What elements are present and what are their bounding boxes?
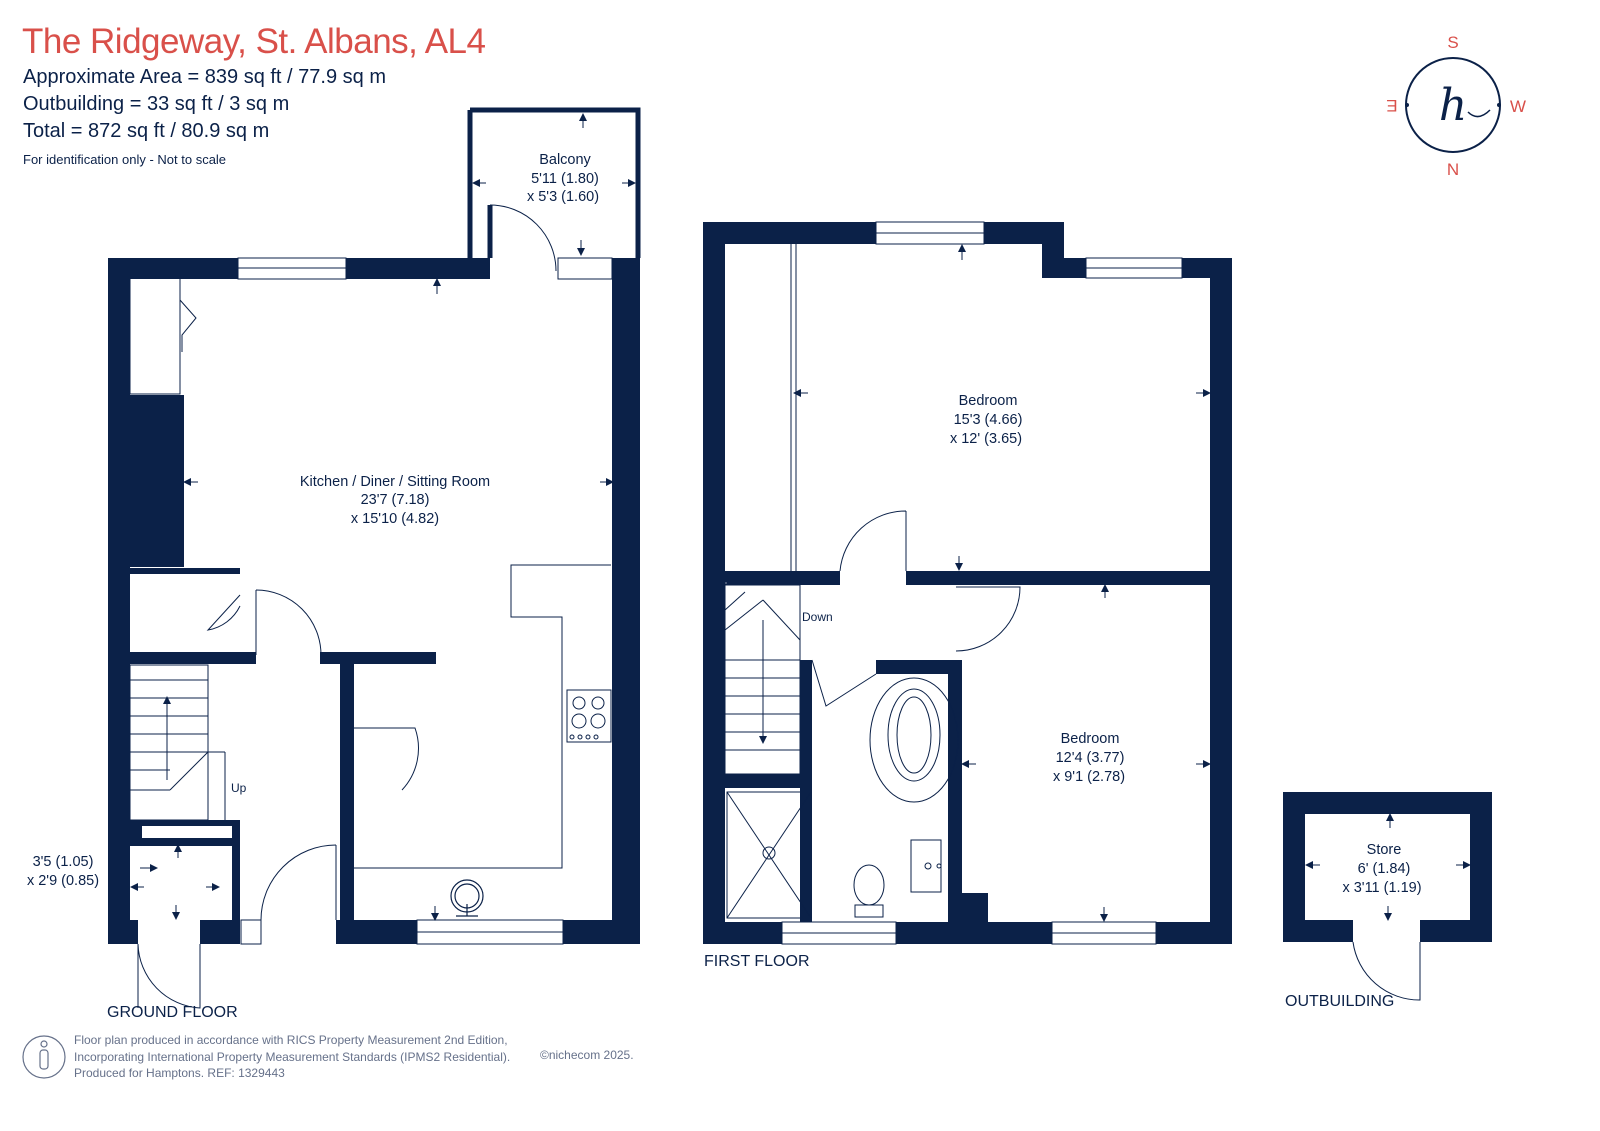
first-floor-stairs [724, 584, 801, 775]
balcony-dim-1: 5'11 (1.80) [531, 171, 599, 187]
compass-south-label: S [1447, 33, 1458, 52]
toilet-icon [853, 864, 885, 918]
compass: S N E W h [1386, 33, 1526, 179]
bedroom-1-name: Bedroom [959, 393, 1018, 409]
store-dim-2: x 3'11 (1.19) [1342, 880, 1421, 896]
bedroom-2-dim-1: 12'4 (3.77) [1056, 750, 1125, 766]
store-label: Store 6' (1.84) x 3'11 (1.19) [1342, 842, 1421, 896]
bedroom-1-dim-1: 15'3 (4.66) [954, 412, 1023, 428]
bedroom-2-label: Bedroom 12'4 (3.77) x 9'1 (2.78) [1053, 731, 1125, 785]
cupboard-dim-2: x 2'9 (0.85) [27, 873, 99, 889]
kitchen-label: Kitchen / Diner / Sitting Room 23'7 (7.1… [300, 474, 490, 527]
stairs-down-label: Down [802, 610, 833, 624]
balcony-dim-2: x 5'3 (1.60) [527, 189, 599, 205]
dimension-arrows [130, 113, 1471, 922]
first-floor-doors [811, 510, 1021, 707]
compass-logo-letter: h [1439, 80, 1467, 131]
scale-note: For identification only - Not to scale [23, 152, 227, 167]
first-floor-label: FIRST FLOOR [704, 953, 810, 970]
compass-north-label: N [1447, 160, 1459, 179]
balcony-name: Balcony [539, 152, 591, 168]
ground-floor-walls [108, 258, 640, 944]
footer-line-3: Produced for Hamptons. REF: 1329443 [74, 1066, 285, 1080]
outbuilding-walls [1283, 792, 1492, 942]
kitchen-name: Kitchen / Diner / Sitting Room [300, 474, 490, 490]
store-door [1352, 941, 1421, 1001]
ground-floor-windows [237, 257, 613, 945]
kitchen-dim-2: x 15'10 (4.82) [351, 511, 439, 527]
kitchen-counter [354, 564, 611, 869]
sink-icon [450, 879, 484, 917]
page-title: The Ridgeway, St. Albans, AL4 [22, 22, 486, 61]
stairs-up-label: Up [231, 781, 247, 795]
footer-text: Floor plan produced in accordance with R… [74, 1032, 510, 1082]
basin-icon [910, 839, 942, 893]
kitchen-dim-1: 23'7 (7.18) [361, 492, 430, 508]
outbuilding-area: Outbuilding = 33 sq ft / 3 sq m [23, 93, 290, 115]
ground-floor-stairs [129, 664, 226, 821]
ground-floor-label: GROUND FLOOR [107, 1004, 238, 1021]
store-name: Store [1367, 842, 1402, 858]
outbuilding-label: OUTBUILDING [1285, 993, 1394, 1010]
footer-copyright: ©nichecom 2025. [540, 1048, 634, 1062]
compass-west-label: W [1510, 97, 1526, 116]
cupboard-label: 3'5 (1.05) x 2'9 (0.85) [27, 854, 99, 889]
hob-icon [566, 689, 612, 743]
cupboard-dim-1: 3'5 (1.05) [33, 854, 94, 870]
info-icon [22, 1035, 66, 1079]
shower-icon [726, 791, 812, 919]
total-area: Total = 872 sq ft / 80.9 sq m [23, 120, 270, 142]
footer-line-1: Floor plan produced in accordance with R… [74, 1033, 508, 1047]
bedroom-2-name: Bedroom [1061, 731, 1120, 747]
footer-line-2: Incorporating International Property Mea… [74, 1049, 511, 1064]
wardrobe [790, 244, 797, 571]
approximate-area: Approximate Area = 839 sq ft / 77.9 sq m [23, 66, 386, 88]
store-dim-1: 6' (1.84) [1358, 861, 1411, 877]
bedroom-2-dim-2: x 9'1 (2.78) [1053, 769, 1125, 785]
bedroom-1-dim-2: x 12' (3.65) [950, 431, 1022, 447]
bath-icon [869, 677, 959, 803]
balcony-label: Balcony 5'11 (1.80) x 5'3 (1.60) [527, 152, 599, 205]
balcony-walls [467, 107, 641, 272]
bedroom-1-label: Bedroom 15'3 (4.66) x 12' (3.65) [950, 393, 1022, 447]
compass-east-label: E [1386, 96, 1397, 115]
ground-floor-doors [137, 280, 419, 1009]
